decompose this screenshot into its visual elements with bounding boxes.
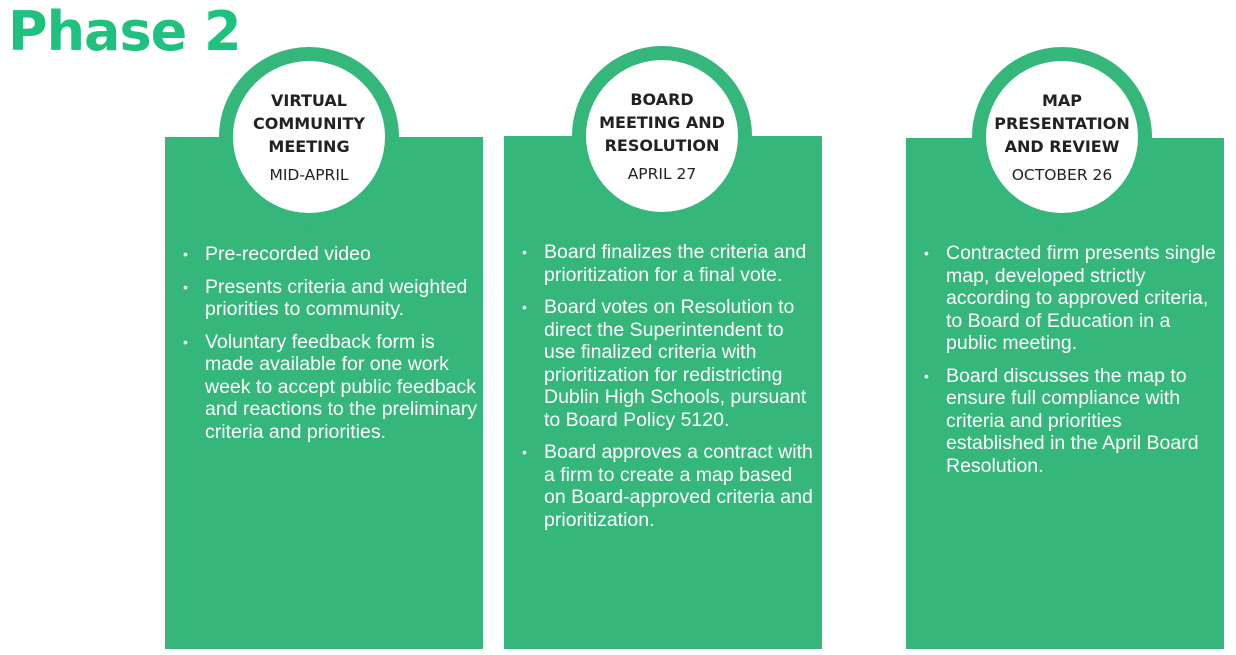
phase-circle: VIRTUAL COMMUNITY MEETING MID-APRIL bbox=[233, 61, 385, 213]
list-item: • Board finalizes the criteria and priori… bbox=[518, 241, 818, 286]
bullet-dot-icon: • bbox=[183, 333, 188, 350]
list-item: • Pre-recorded video bbox=[179, 243, 479, 266]
bullet-dot-icon: • bbox=[183, 246, 188, 262]
list-item: • Voluntary feedback form is made availab… bbox=[179, 331, 479, 444]
bullet-text: Pre-recorded video bbox=[205, 243, 371, 265]
list-item: • Contracted firm presents single map, de… bbox=[920, 242, 1220, 355]
phase-circle: MAP PRESENTATION AND REVIEW OCTOBER 26 bbox=[986, 61, 1138, 213]
bullet-dot-icon: • bbox=[522, 444, 527, 460]
bullet-text: Board votes on Resolution to direct the … bbox=[544, 296, 807, 431]
phase-card: BOARD MEETING AND RESOLUTION APRIL 27 • Boa… bbox=[504, 0, 822, 655]
phase-circle: BOARD MEETING AND RESOLUTION APRIL 27 bbox=[586, 60, 738, 212]
phase-card: MAP PRESENTATION AND REVIEW OCTOBER 26 • Co… bbox=[906, 0, 1224, 655]
bullet-text: Contracted firm presents single map, dev… bbox=[946, 242, 1216, 354]
bullet-text: Board finalizes the criteria and priorit… bbox=[544, 241, 807, 286]
phase-date: OCTOBER 26 bbox=[1011, 165, 1113, 184]
phase-date: MID-APRIL bbox=[269, 165, 349, 184]
phase-bullet-list: • Contracted firm presents single map, de… bbox=[920, 242, 1220, 487]
phase-bullet-list: • Pre-recorded video • Presents criteria an… bbox=[179, 243, 479, 453]
list-item: • Board approves a contract with a firm t… bbox=[518, 441, 818, 531]
phase-card: VIRTUAL COMMUNITY MEETING MID-APRIL • Pre-r… bbox=[165, 0, 483, 655]
phase-title: VIRTUAL COMMUNITY MEETING bbox=[252, 90, 366, 156]
page-title: Phase 2 bbox=[8, 0, 242, 63]
bullet-text: Board discusses the map to ensure full c… bbox=[946, 364, 1199, 477]
bullet-text: Voluntary feedback form is made availabl… bbox=[205, 330, 478, 443]
bullet-text: Presents criteria and weighted prioritie… bbox=[205, 275, 468, 321]
phase-date: APRIL 27 bbox=[627, 164, 697, 183]
bullet-dot-icon: • bbox=[522, 244, 527, 260]
bullet-text: Board approves a contract with a firm to… bbox=[544, 441, 813, 531]
bullet-dot-icon: • bbox=[924, 367, 929, 384]
list-item: • Board votes on Resolution to direct the… bbox=[518, 296, 818, 431]
bullet-dot-icon: • bbox=[924, 245, 929, 261]
list-item: • Board discusses the map to ensure full … bbox=[920, 365, 1220, 478]
list-item: • Presents criteria and weighted prioriti… bbox=[179, 276, 479, 321]
bullet-dot-icon: • bbox=[183, 278, 188, 295]
phase-title: MAP PRESENTATION AND REVIEW bbox=[994, 90, 1130, 156]
phase-bullet-list: • Board finalizes the criteria and priori… bbox=[518, 241, 818, 541]
bullet-dot-icon: • bbox=[522, 299, 527, 315]
phase-title: BOARD MEETING AND RESOLUTION bbox=[599, 89, 725, 155]
